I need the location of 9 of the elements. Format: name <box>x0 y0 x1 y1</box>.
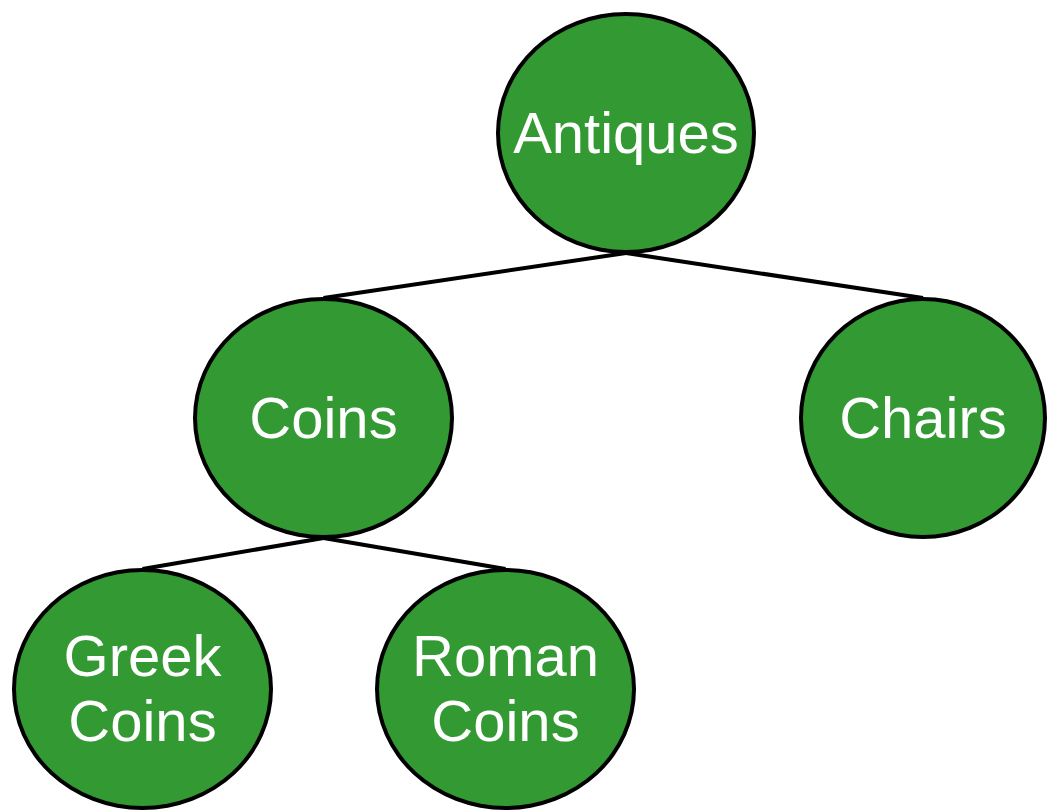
connector-line <box>142 536 324 571</box>
node-label: Roman Coins <box>411 624 600 754</box>
node-label: Chairs <box>839 385 1007 451</box>
connector-line <box>323 536 506 571</box>
node-label: Greek Coins <box>62 624 223 754</box>
connector-line <box>323 251 627 300</box>
node-label: Antiques <box>513 100 739 166</box>
node-label: Coins <box>249 385 398 451</box>
connector-line <box>625 251 924 300</box>
